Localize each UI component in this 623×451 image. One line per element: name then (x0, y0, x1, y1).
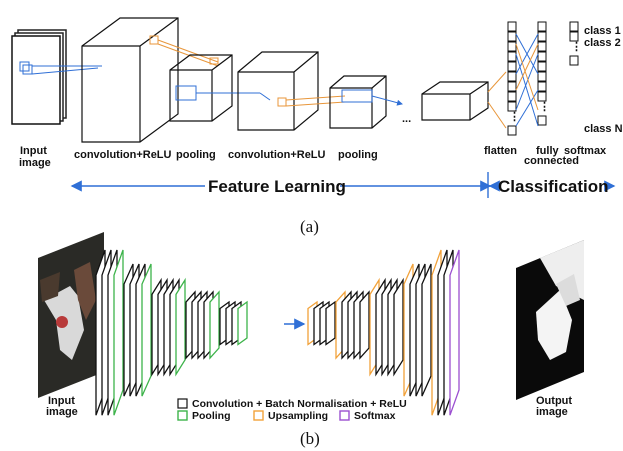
pool2-volume (329, 75, 403, 129)
caption-a: (a) (300, 217, 319, 236)
layer-slab (449, 249, 460, 416)
flatten-unit (507, 71, 517, 82)
label-conv2: convolution+ReLU (228, 149, 326, 161)
section-feature-learning: Feature Learning (208, 177, 346, 196)
fc-column: ⋮ (537, 21, 550, 126)
legend-swatch-pool (177, 410, 188, 421)
label-connected: connected (524, 155, 579, 167)
label-b-input: Input (48, 395, 75, 407)
part-a-diagram: ... ⋮ ⋮ ⋮ Input image convolution+ReLU p… (11, 17, 623, 236)
label-pool1: pooling (176, 149, 216, 161)
part-b-diagram: Input image Output image Convolution + B… (38, 232, 584, 448)
input-image (38, 232, 104, 398)
fc-unit (537, 71, 547, 82)
label-conv1: convolution+ReLU (74, 149, 172, 161)
fc-unit (537, 81, 547, 92)
fc-unit (537, 115, 547, 126)
legend-swatch-conv (177, 398, 188, 409)
flatten-unit (507, 101, 517, 112)
flatten-unit (507, 21, 517, 32)
label-pool2: pooling (338, 149, 378, 161)
flatten-unit (507, 61, 517, 72)
fc-links (515, 33, 539, 127)
legend-conv: Convolution + Batch Normalisation + ReLU (192, 398, 407, 410)
final-feature-volume (421, 71, 507, 129)
flatten-ellipsis: ⋮ (509, 111, 520, 123)
conv2-volume (237, 51, 346, 131)
flatten-unit (507, 81, 517, 92)
legend-softmax: Softmax (354, 410, 396, 422)
flatten-unit (507, 91, 517, 102)
segnet-layers (95, 249, 460, 416)
flatten-unit (507, 41, 517, 52)
fc-unit (537, 91, 547, 102)
fc-unit (537, 21, 547, 32)
conv1-volume (81, 17, 219, 143)
section-arrows (70, 172, 616, 198)
caption-b: (b) (300, 429, 320, 448)
legend-upsample: Upsampling (268, 410, 328, 422)
flatten-column: ⋮ (507, 21, 520, 136)
section-classification: Classification (498, 177, 609, 196)
layer-slab (325, 300, 336, 346)
fc-unit (537, 61, 547, 72)
layer-slab (141, 263, 152, 397)
fc-unit (537, 41, 547, 52)
label-flatten: flatten (484, 145, 517, 157)
layer-slab (175, 277, 186, 377)
flatten-unit (507, 51, 517, 62)
input-image-stack (11, 29, 99, 125)
label-input-image: image (19, 157, 51, 169)
legend-swatch-upsample (253, 410, 264, 421)
softmax-unit (569, 55, 579, 66)
softmax-unit (569, 21, 579, 32)
label-softmax: softmax (564, 145, 607, 157)
fc-unit (537, 51, 547, 62)
label-class-1: class 1 (584, 25, 621, 37)
label-fully: fully (536, 145, 559, 157)
flatten-unit (507, 31, 517, 42)
layer-slab (237, 300, 248, 346)
softmax-ellipsis: ⋮ (571, 41, 582, 53)
pool1-volume (169, 54, 260, 122)
legend-pool: Pooling (192, 410, 231, 422)
layer-slab (113, 249, 124, 416)
legend-swatch-softmax (339, 410, 350, 421)
legend: Convolution + Batch Normalisation + ReLU… (177, 398, 407, 422)
ellipsis: ... (402, 113, 411, 125)
flatten-unit (507, 125, 517, 136)
fc-unit (537, 31, 547, 42)
label-class-2: class 2 (584, 37, 621, 49)
layer-slab (421, 263, 432, 397)
label-class-n: class N (584, 123, 623, 135)
fc-ellipsis: ⋮ (539, 101, 550, 113)
label-b-output-image: image (536, 406, 568, 418)
softmax-column: ⋮ (569, 21, 582, 66)
output-image (516, 240, 584, 400)
label-input: Input (20, 145, 47, 157)
label-b-input-image: image (46, 406, 78, 418)
layer-slab (393, 277, 404, 377)
softmax-unit (569, 31, 579, 42)
layer-slab (359, 290, 370, 360)
label-b-output: Output (536, 395, 572, 407)
layer-slab (209, 290, 220, 360)
